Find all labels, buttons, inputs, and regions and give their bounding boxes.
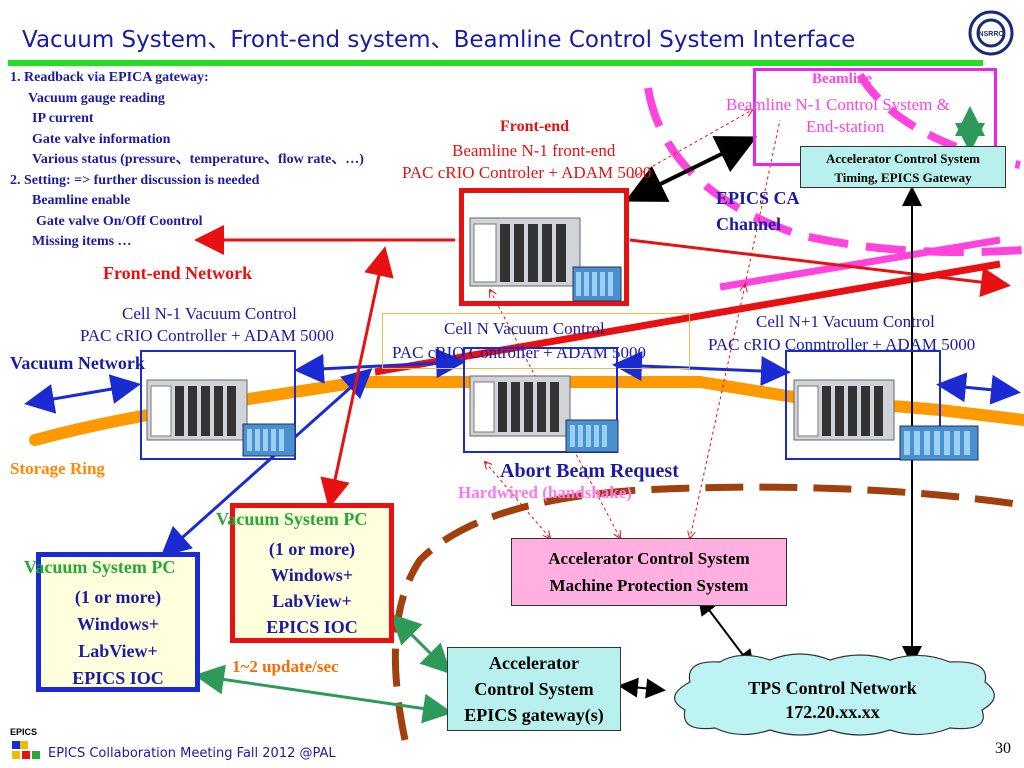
acs-gateway-line2: Control System [474,679,594,699]
tps-network-line1: TPS Control Network [748,678,917,698]
mps-line1: Accelerator Control System [548,549,750,568]
acs-gateway-box: Accelerator Control System EPICS gateway… [447,647,621,731]
vacuum-pc-blue-line: Windows+ [77,614,159,634]
page-title: Vacuum System、Front-end system、Beamline … [22,27,856,53]
svg-text:EPICS: EPICS [10,727,37,737]
tps-network-label: TPS Control Network 172.20.xx.xx [660,676,1005,724]
beamline-line1: Beamline N-1 Control System & [726,95,950,114]
abort-beam-label: Abort Beam Request [500,460,679,482]
footer-text: EPICS Collaboration Meeting Fall 2012 @P… [48,746,336,761]
vacuum-pc-red-lines: (1 or more) Windows+ LabView+ EPICS IOC [230,536,394,640]
vacuum-pc-red-line: Windows+ [271,565,353,585]
hardwired-label: Hardwired (handshake) [458,483,632,502]
vacuum-pc-blue-line: EPICS IOC [72,668,164,688]
acs-timing-line1: Accelerator Control System [825,151,981,166]
cell-np1-box [785,350,941,460]
frontend-controller-box [459,188,629,306]
acs-gateway-line3: EPICS gateway(s) [464,705,604,725]
note-item: Beamline enable [32,193,131,208]
cell-np1-line1: Cell N+1 Vacuum Control [756,312,935,331]
epics-logo-icon: EPICS [10,727,40,759]
vacuum-pc-red-line: EPICS IOC [266,617,358,637]
frontend-line2: PAC cRIO Controler + ADAM 5000 [402,163,652,182]
frontend-line1: Beamline N-1 front-end [452,141,616,160]
cell-n-box [463,347,618,453]
frontend-network-magenta [719,236,1001,291]
beamline-line2: End-station [806,117,885,136]
note-item: Gate valve On/Off Coontrol [36,213,203,229]
title-underline [8,60,983,66]
cell-nm1-line2: PAC cRIO Controller + ADAM 5000 [80,326,335,345]
storage-ring-label: Storage Ring [10,459,105,478]
acs-gateway-line1: Accelerator [489,653,579,673]
cell-np1-crio-hardware [793,379,979,461]
cell-nm1-box [140,350,296,460]
frontend-network-label: Front-end Network [103,263,253,283]
vacuum-pc-blue-line: LabView+ [78,641,158,661]
cell-np1-line2: PAC cRIO Conmtroller + ADAM 5000 [708,335,976,354]
vacuum-pc-red-title: Vacuum System PC [216,509,368,529]
note-item: Gate valve information [32,131,171,147]
page-number: 30 [995,740,1011,757]
vacuum-network-label: Vacuum Network [10,353,145,373]
epics-ca-line1: EPICS CA [716,188,800,208]
tps-network-cloud [674,653,995,736]
vacuum-pc-red-line: LabView+ [272,591,352,611]
epics-ca-line2: Channel [716,214,782,234]
nsrrc-logo-icon: NSRRC [968,10,1014,56]
beamline-title: Beamline [812,71,872,87]
mps-line2: Machine Protection System [549,576,749,595]
note-item: Missing items … [32,234,132,249]
note-item: Vacuum gauge reading [28,90,165,106]
vacuum-pc-blue-box [36,552,200,692]
note-item: Various status (pressure、temperature、flo… [32,152,364,167]
frontend-crio-hardware [469,217,622,302]
tps-network-line2: 172.20.xx.xx [785,702,880,722]
vacuum-pc-red-box [230,503,394,643]
cell-nm1-crio-hardware [146,379,296,457]
epics-ca-label: EPICS CA Channel [716,185,800,237]
update-rate-label: 1~2 update/sec [232,657,339,676]
vacuum-pc-blue-line: (1 or more) [74,587,162,607]
note-item: IP current [32,111,94,126]
acs-timing-line2: Timing, EPICS Gateway [834,170,972,185]
cell-n-crio-hardware [469,375,619,453]
acs-timing-box: Accelerator Control System Timing, EPICS… [800,146,1006,188]
cell-n-line1: Cell N Vacuum Control [444,319,605,338]
note-item: 2. Setting: => further discussion is nee… [10,172,260,188]
vacuum-pc-red-line: (1 or more) [268,539,356,559]
cell-nm1-line1: Cell N-1 Vacuum Control [122,304,297,323]
cell-n-label-box [382,313,690,369]
notes-list: 1. Readback via EPICA gateway: Vacuum ga… [10,68,364,253]
frontend-title: Front-end [500,118,570,135]
note-item: 1. Readback via EPICA gateway: [10,70,209,85]
svg-text:NSRRC: NSRRC [979,31,1004,38]
mps-box: Accelerator Control System Machine Prote… [511,538,787,606]
vacuum-pc-blue-title: Vacuum System PC [24,557,176,577]
vacuum-pc-blue-lines: (1 or more) Windows+ LabView+ EPICS IOC [36,584,200,692]
